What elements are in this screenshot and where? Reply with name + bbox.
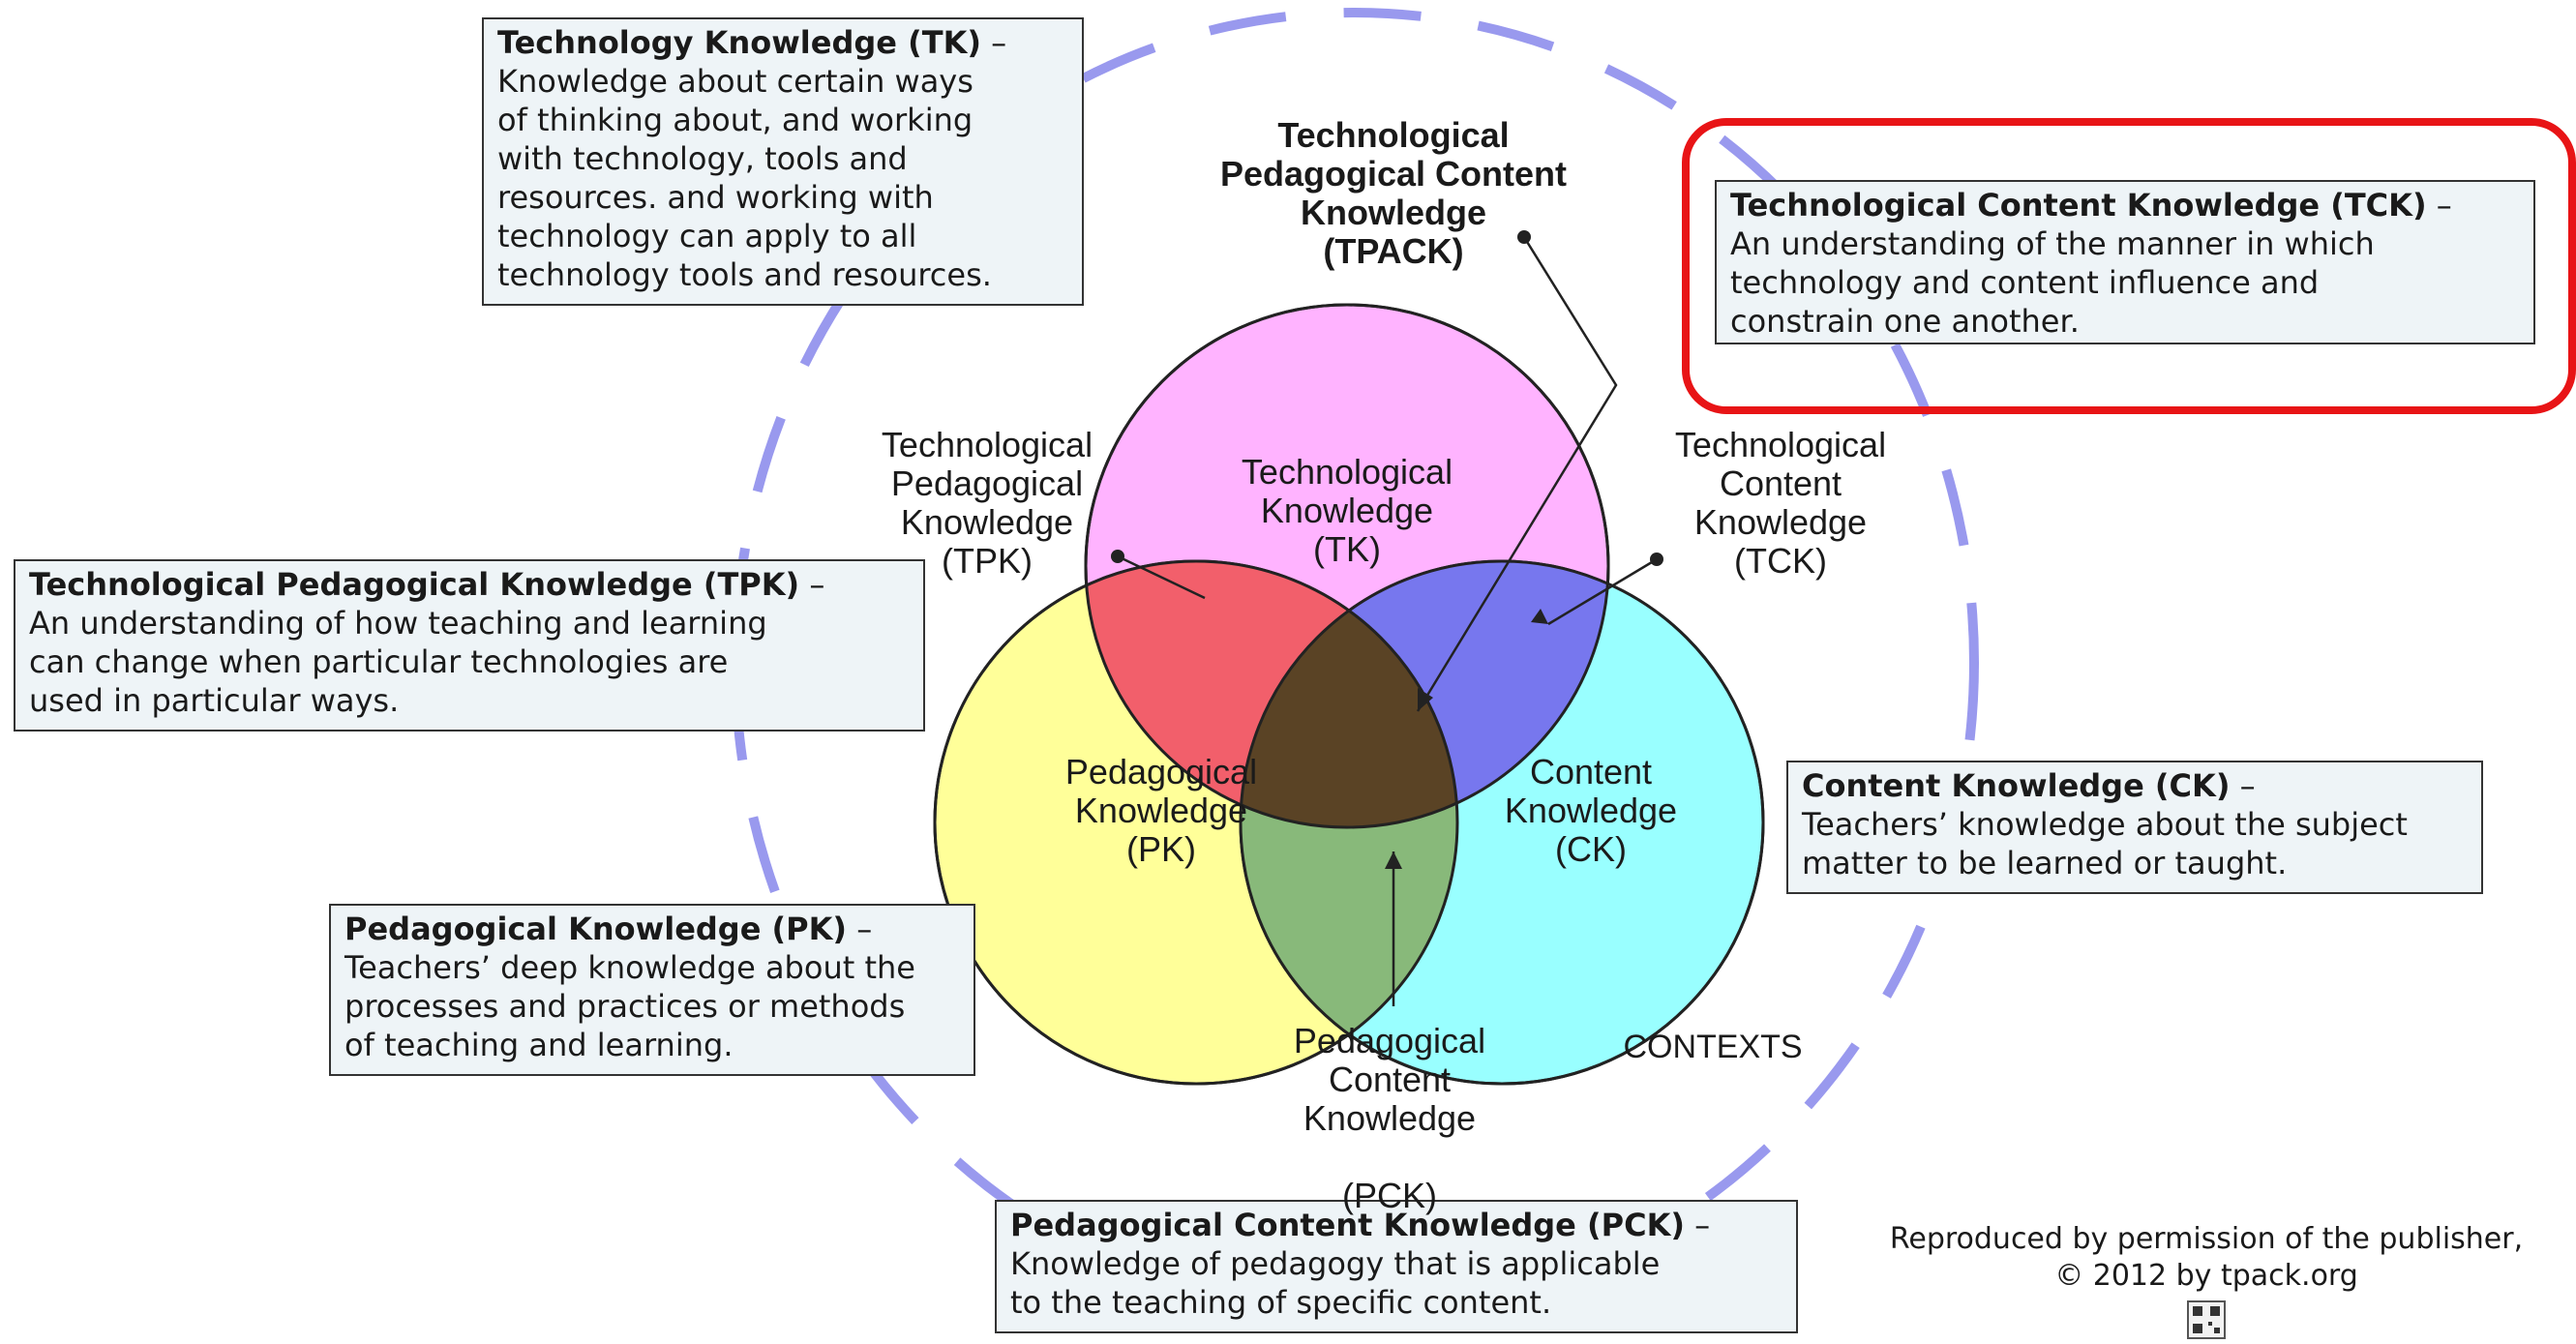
tk-box-line: of thinking about, and working bbox=[497, 102, 973, 138]
pck-box-line: to the teaching of specific content. bbox=[1010, 1284, 1552, 1321]
pck-label-line: Pedagogical bbox=[1293, 1021, 1486, 1060]
pck-label: Pedagogical Content Knowledge (PCK) bbox=[1254, 1022, 1525, 1215]
pck-label-line: Content bbox=[1328, 1060, 1452, 1099]
tck-label-line: Content bbox=[1719, 463, 1842, 503]
tk-box-line: Knowledge about certain ways bbox=[497, 63, 973, 100]
separator: – bbox=[991, 24, 1007, 61]
tpk-label-line: Pedagogical bbox=[890, 463, 1084, 503]
ck-box-line: Teachers’ knowledge about the subject bbox=[1802, 806, 2408, 843]
tpack-dot bbox=[1517, 230, 1531, 244]
ck-box-line: matter to be learned or taught. bbox=[1802, 845, 2288, 881]
tpk-box-title: Technological Pedagogical Knowledge (TPK… bbox=[29, 566, 800, 603]
separator: – bbox=[856, 911, 873, 947]
ck-label-line: Content bbox=[1529, 752, 1653, 791]
pck-box-title: Pedagogical Content Knowledge (PCK) bbox=[1010, 1207, 1685, 1243]
ck-box-title: Content Knowledge (CK) bbox=[1802, 767, 2231, 804]
credit-line: © 2012 by tpack.org bbox=[2054, 1259, 2358, 1293]
separator: – bbox=[2239, 767, 2256, 804]
tpk-label-line: Technological bbox=[881, 425, 1093, 464]
contexts-label: CONTEXTS bbox=[1623, 1029, 1803, 1065]
pck-label-line: (PCK) bbox=[1342, 1176, 1437, 1215]
tk-label-line: Technological bbox=[1241, 452, 1453, 492]
pk-label-line: Pedagogical bbox=[1064, 752, 1258, 791]
permission-credit: Reproduced by permission of the publishe… bbox=[1839, 1221, 2574, 1295]
tck-box-line: technology and content influence and bbox=[1730, 264, 2320, 301]
pk-outline bbox=[933, 559, 1459, 1086]
pk-box-title: Pedagogical Knowledge (PK) bbox=[344, 911, 848, 947]
tpack-leader bbox=[1416, 236, 1618, 712]
tck-box-line: constrain one another. bbox=[1730, 303, 2080, 340]
pk-label-line: Knowledge bbox=[1074, 791, 1248, 830]
pck-arrowhead bbox=[1385, 851, 1402, 869]
tck-leader bbox=[1547, 557, 1658, 626]
tpack-label: Technological Pedagogical Content Knowle… bbox=[1161, 116, 1626, 271]
ck-label-line: Knowledge bbox=[1504, 791, 1678, 830]
tk-outline bbox=[1084, 303, 1610, 829]
tk-label-line: (TK) bbox=[1313, 529, 1381, 569]
tck-label-line: (TCK) bbox=[1734, 541, 1827, 581]
tpk-label-line: Knowledge bbox=[900, 502, 1074, 542]
pck-definition-box: Pedagogical Content Knowledge (PCK) – Kn… bbox=[995, 1200, 1798, 1333]
tpk-label: Technological Pedagogical Knowledge (TPK… bbox=[852, 426, 1123, 581]
pk-box-line: of teaching and learning. bbox=[344, 1027, 734, 1063]
tpack-label-line: (TPACK) bbox=[1323, 231, 1464, 271]
tpk-label-line: (TPK) bbox=[942, 541, 1033, 581]
pk-box-line: processes and practices or methods bbox=[344, 988, 906, 1025]
tpk-box-line: used in particular ways. bbox=[29, 682, 400, 719]
tk-label-line: Knowledge bbox=[1260, 491, 1434, 530]
tck-label-line: Technological bbox=[1674, 425, 1887, 464]
pk-label: Pedagogical Knowledge (PK) bbox=[1026, 753, 1297, 869]
ck-label-line: (CK) bbox=[1555, 829, 1627, 869]
separator: – bbox=[1694, 1207, 1711, 1243]
tk-box-title: Technology Knowledge (TK) bbox=[497, 24, 981, 61]
tpack-label-line: Technological bbox=[1277, 115, 1510, 155]
pk-box-line: Teachers’ deep knowledge about the bbox=[344, 949, 915, 986]
pk-definition-box: Pedagogical Knowledge (PK) – Teachers’ d… bbox=[329, 904, 975, 1076]
tpk-leader bbox=[1117, 554, 1206, 600]
pck-box-line: Knowledge of pedagogy that is applicable bbox=[1010, 1245, 1661, 1282]
tk-box-line: technology can apply to all bbox=[497, 218, 917, 254]
tpk-box-line: An understanding of how teaching and lea… bbox=[29, 605, 767, 642]
ck-outline bbox=[1239, 559, 1765, 1086]
qr-code-icon bbox=[2187, 1300, 2226, 1339]
pck-label-line: Knowledge bbox=[1303, 1098, 1477, 1138]
tk-box-line: with technology, tools and bbox=[497, 140, 908, 177]
tpack-arrowhead bbox=[1418, 688, 1433, 711]
credit-line: Reproduced by permission of the publishe… bbox=[1889, 1222, 2524, 1256]
tpack-label-line: Knowledge bbox=[1300, 193, 1486, 232]
tck-dot bbox=[1650, 553, 1663, 566]
tpk-box-line: can change when particular technologies … bbox=[29, 643, 729, 680]
tk-box-line: resources. and working with bbox=[497, 179, 934, 216]
tpk-dot bbox=[1111, 550, 1124, 563]
tck-highlight-frame bbox=[1682, 118, 2576, 414]
tpack-label-line: Pedagogical Content bbox=[1219, 154, 1568, 194]
tck-definition-box: Technological Content Knowledge (TCK) – … bbox=[1715, 180, 2535, 344]
pck-label-line bbox=[1254, 1138, 1525, 1177]
pk-label-line: (PK) bbox=[1126, 829, 1196, 869]
tk-box-line: technology tools and resources. bbox=[497, 256, 992, 293]
separator: – bbox=[2436, 187, 2452, 224]
tck-box-title: Technological Content Knowledge (TCK) bbox=[1730, 187, 2427, 224]
tk-definition-box: Technology Knowledge (TK) – Knowledge ab… bbox=[482, 17, 1084, 306]
tk-label: Technological Knowledge (TK) bbox=[1212, 453, 1483, 569]
tpack-center bbox=[1241, 561, 1457, 827]
tck-box-line: An understanding of the manner in which bbox=[1730, 225, 2375, 262]
tck-arrowhead bbox=[1531, 609, 1548, 624]
tck-label: Technological Content Knowledge (TCK) bbox=[1645, 426, 1916, 581]
ck-label: Content Knowledge (CK) bbox=[1455, 753, 1726, 869]
tpk-definition-box: Technological Pedagogical Knowledge (TPK… bbox=[14, 559, 925, 732]
tck-label-line: Knowledge bbox=[1693, 502, 1868, 542]
separator: – bbox=[809, 566, 825, 603]
ck-definition-box: Content Knowledge (CK) – Teachers’ knowl… bbox=[1786, 761, 2483, 894]
